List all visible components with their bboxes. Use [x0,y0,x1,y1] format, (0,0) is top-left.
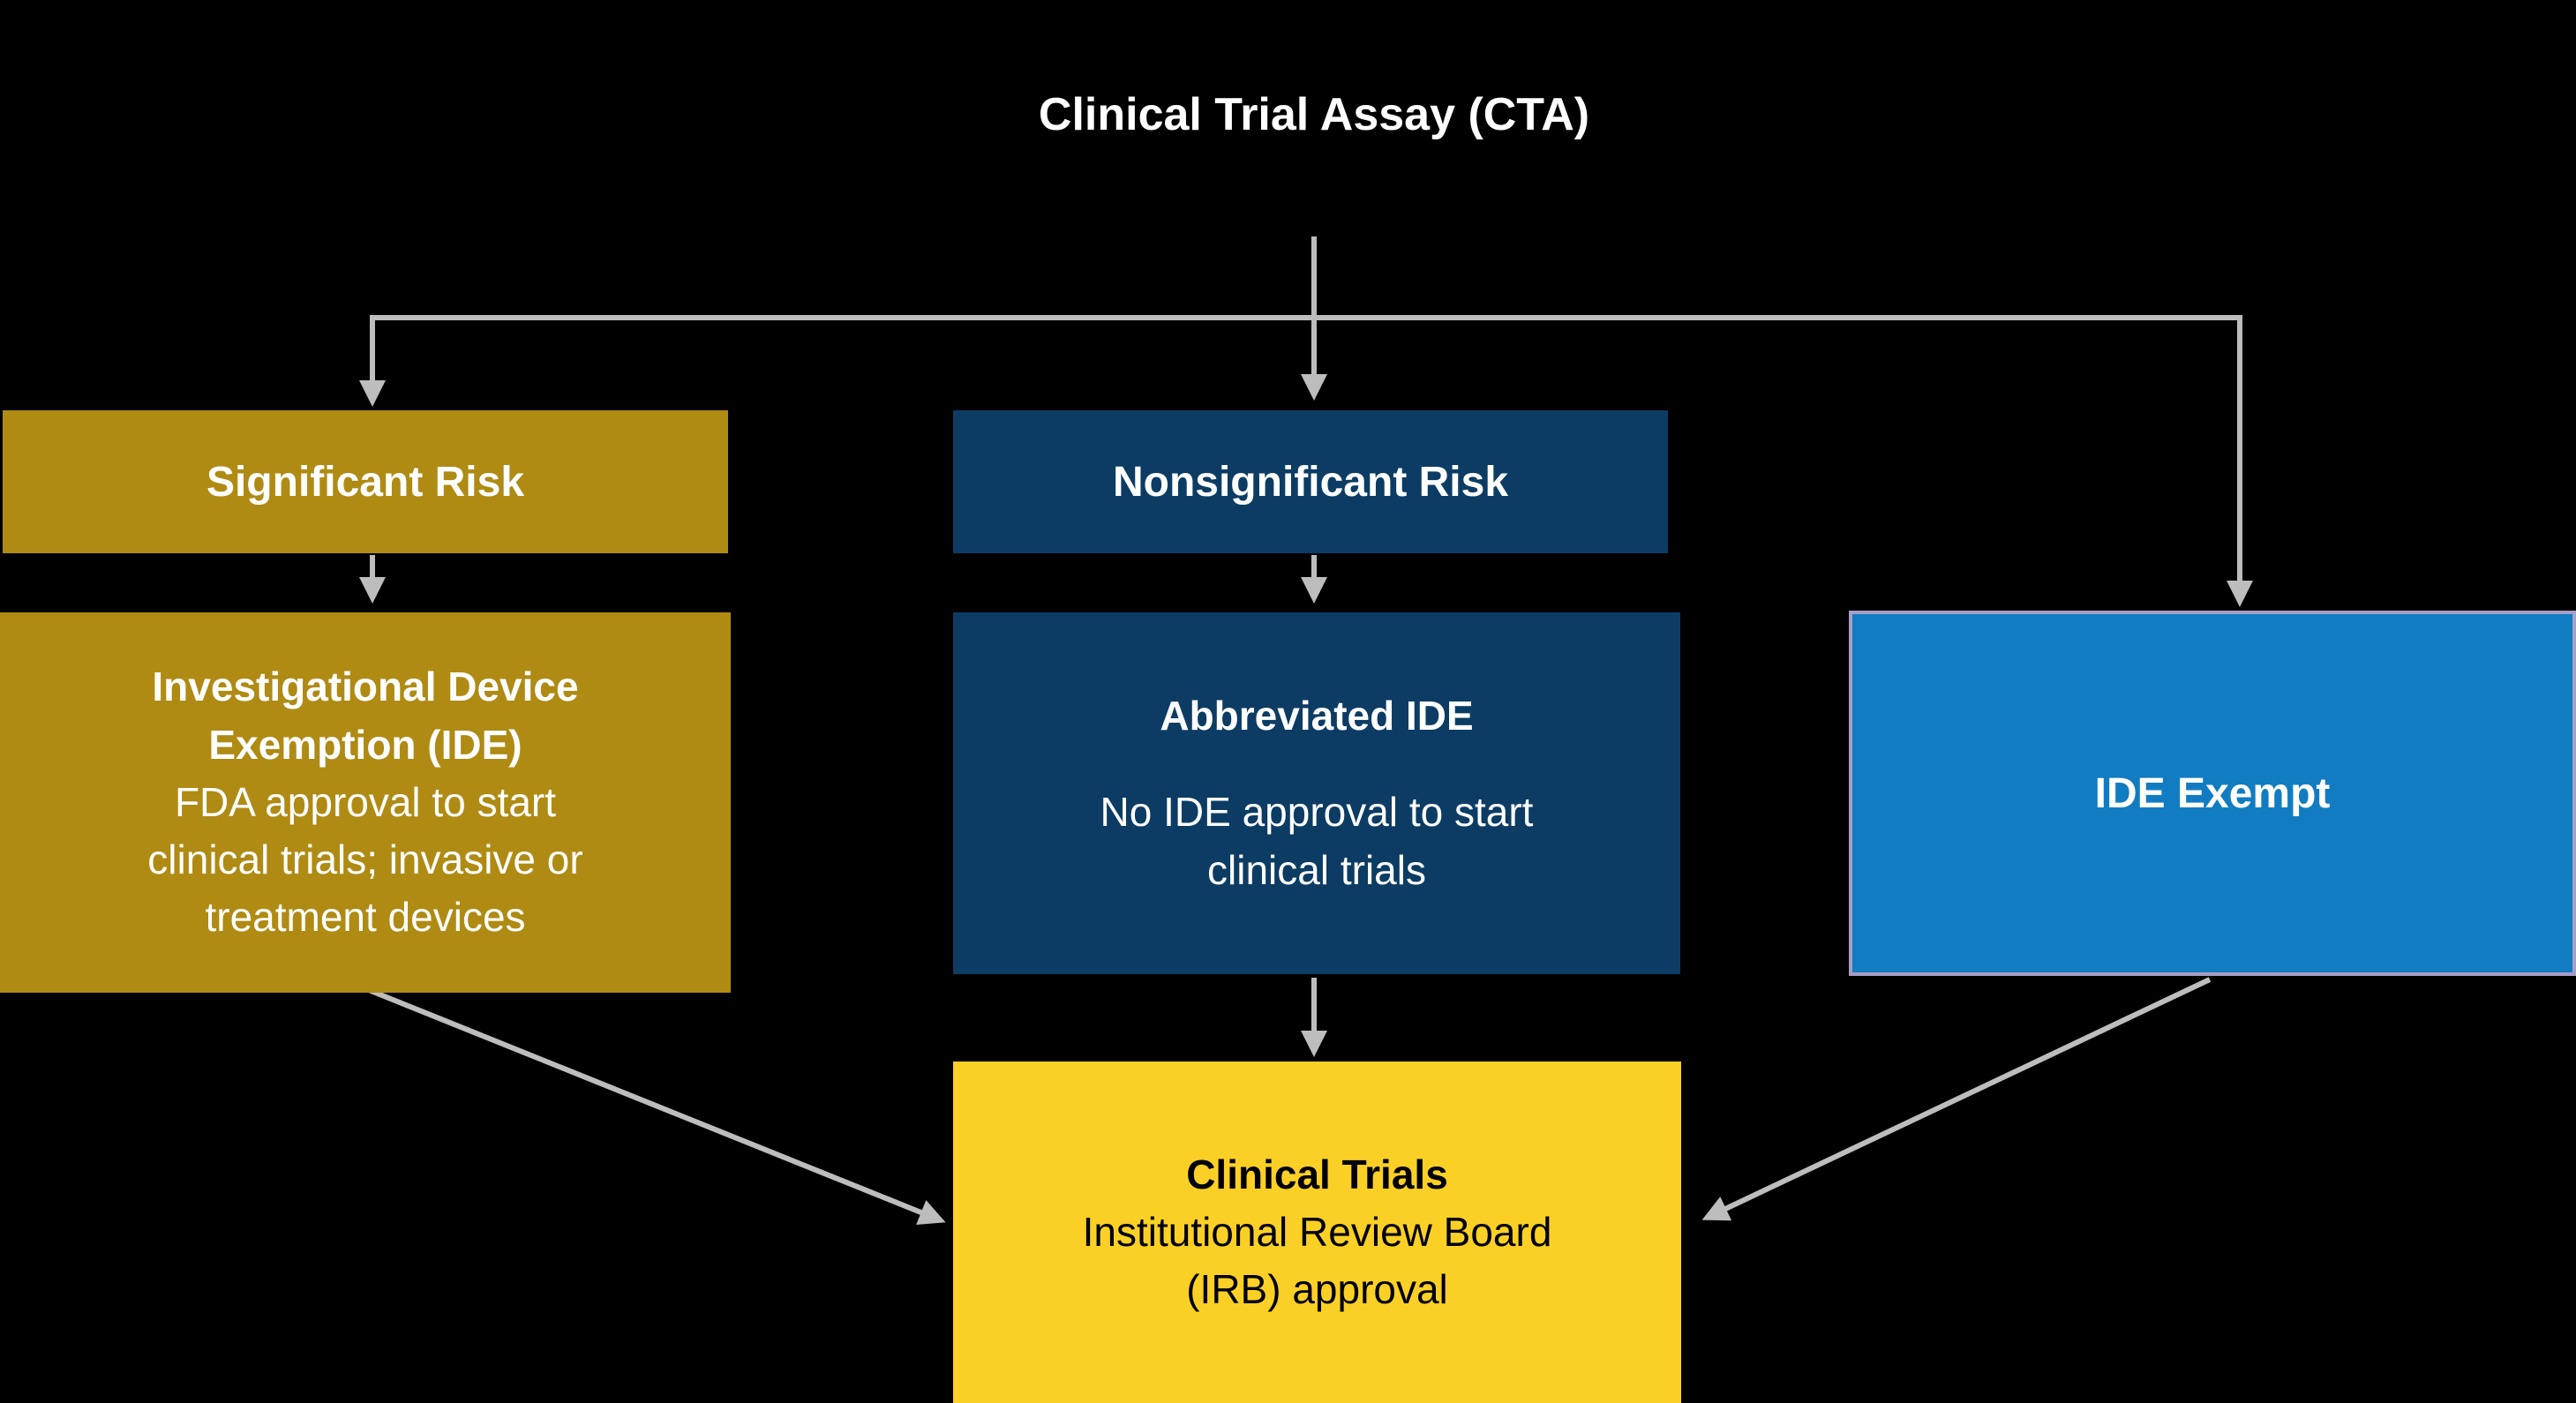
clinical-trials-body-line-1: Institutional Review Board [1082,1208,1552,1255]
ide-exempt-label: IDE Exempt [2094,769,2331,817]
abbreviated-ide-body-line-1: No IDE approval to start [1100,789,1534,836]
ide-body-line-2: clinical trials; invasive or [147,837,583,883]
node-clinical-trials: Clinical Trials Institutional Review Boa… [953,1062,1681,1403]
clinical-trials-heading: Clinical Trials [1186,1151,1448,1197]
ide-body-line-1: FDA approval to start [174,778,557,825]
arrow-ide-to-clinical-trials [367,987,946,1225]
significant-risk-label: Significant Risk [206,458,525,506]
node-significant-risk: Significant Risk [3,410,728,553]
diagram-title: Clinical Trial Assay (CTA) [1038,89,1590,140]
node-investigational-device-exemption: Investigational Device Exemption (IDE) F… [0,612,731,993]
clinical-trials-body-line-2: (IRB) approval [1186,1266,1448,1313]
node-ide-exempt: IDE Exempt [1849,611,2576,976]
ide-heading-line-2: Exemption (IDE) [208,721,522,768]
abbreviated-ide-heading: Abbreviated IDE [1160,693,1474,739]
ide-heading-line-1: Investigational Device [152,664,579,710]
ide-body-line-3: treatment devices [205,894,526,941]
nonsignificant-risk-label: Nonsignificant Risk [1112,458,1509,506]
arrow-exempt-to-clinical-trials [1701,977,2212,1221]
node-nonsignificant-risk: Nonsignificant Risk [953,410,1668,553]
abbreviated-ide-body: No IDE approval to start clinical trials [1100,784,1534,899]
abbreviated-ide-body-line-2: clinical trials [1207,846,1426,893]
node-abbreviated-ide: Abbreviated IDE No IDE approval to start… [953,612,1680,974]
